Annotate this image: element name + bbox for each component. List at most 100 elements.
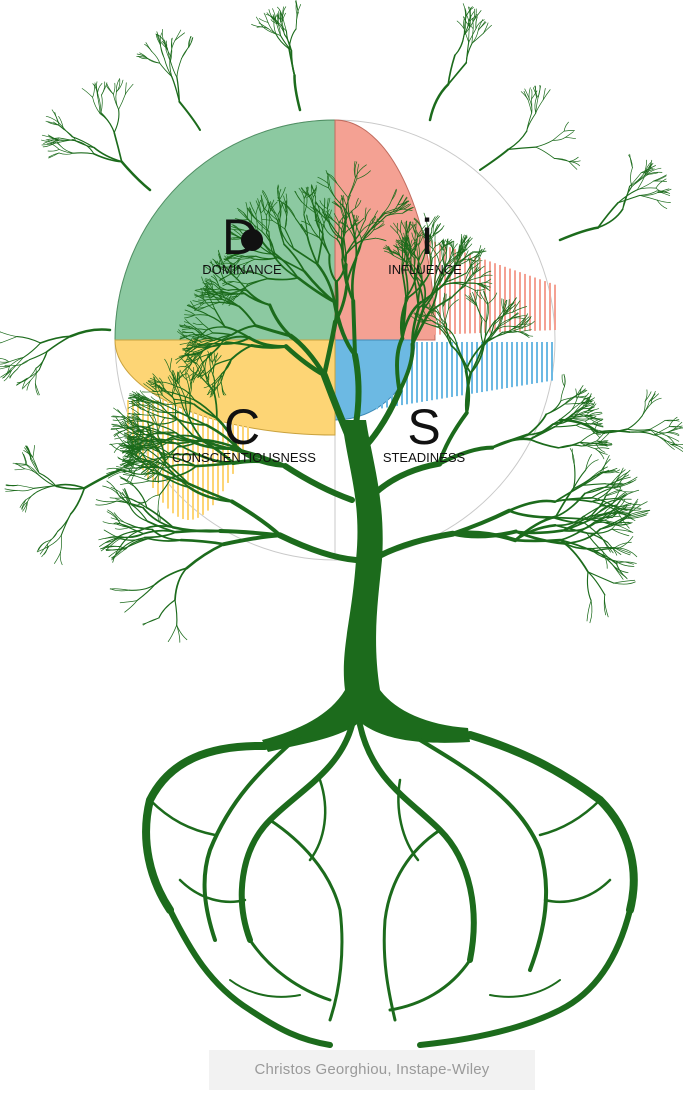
canopy-branch bbox=[555, 492, 586, 518]
canopy-branch bbox=[588, 515, 612, 527]
canopy-branch bbox=[159, 477, 172, 496]
canopy-branch bbox=[293, 74, 302, 112]
canopy-branch bbox=[617, 508, 641, 511]
canopy-branch bbox=[604, 594, 609, 618]
canopy-branch bbox=[107, 470, 127, 479]
canopy-branch bbox=[431, 247, 440, 265]
canopy-branch bbox=[421, 304, 428, 318]
canopy-branch bbox=[328, 222, 343, 240]
canopy-branch bbox=[105, 548, 126, 551]
canopy-branch bbox=[483, 324, 495, 347]
canopy-branch bbox=[38, 350, 48, 371]
canopy-branch bbox=[196, 363, 206, 376]
canopy-branch bbox=[446, 238, 449, 252]
canopy-branch bbox=[267, 28, 281, 37]
canopy-branch bbox=[617, 507, 642, 509]
canopy-branch bbox=[596, 432, 605, 442]
canopy-branch bbox=[355, 164, 367, 178]
canopy-branch bbox=[628, 154, 633, 169]
canopy-branch bbox=[602, 551, 608, 569]
canopy-branch bbox=[226, 282, 246, 295]
canopy-branch bbox=[142, 400, 157, 409]
canopy-branch bbox=[173, 437, 203, 442]
canopy-branch bbox=[127, 437, 139, 444]
canopy-branch bbox=[184, 360, 196, 368]
conscientiousness-label: CONSCIENTIOUSNESS bbox=[172, 450, 316, 465]
canopy-branch bbox=[611, 528, 632, 533]
canopy-branch bbox=[345, 234, 360, 256]
canopy-branch bbox=[144, 43, 153, 52]
canopy-branch bbox=[58, 116, 64, 130]
canopy-branch bbox=[198, 372, 208, 377]
canopy-branch bbox=[129, 443, 142, 447]
canopy-branch bbox=[433, 223, 441, 235]
canopy-branch bbox=[589, 600, 593, 624]
root-strand bbox=[357, 722, 477, 963]
canopy-branch bbox=[226, 255, 240, 259]
canopy-branch bbox=[164, 358, 171, 372]
canopy-branch bbox=[436, 267, 449, 287]
canopy-branch bbox=[636, 187, 657, 191]
canopy-branch bbox=[38, 472, 57, 487]
canopy-branch bbox=[316, 181, 330, 189]
canopy-branch bbox=[327, 197, 331, 209]
canopy-branch bbox=[572, 475, 594, 490]
canopy-branch bbox=[469, 254, 481, 260]
canopy-branch bbox=[439, 313, 447, 329]
canopy-branch bbox=[270, 201, 277, 214]
canopy-branch bbox=[646, 171, 663, 176]
canopy-branch bbox=[115, 522, 131, 528]
canopy-branch bbox=[192, 300, 205, 304]
canopy-branch bbox=[315, 202, 324, 211]
canopy-branch bbox=[113, 407, 125, 417]
canopy-branch bbox=[601, 537, 611, 553]
canopy-branch bbox=[122, 449, 135, 454]
canopy-branch bbox=[139, 390, 149, 399]
canopy-branch bbox=[426, 257, 433, 279]
canopy-branch bbox=[464, 269, 472, 284]
canopy-branch bbox=[612, 467, 624, 487]
root-strand bbox=[418, 738, 549, 972]
canopy-branch bbox=[563, 130, 575, 132]
canopy-branch bbox=[578, 442, 596, 450]
canopy-branch bbox=[444, 250, 447, 266]
canopy-branch bbox=[332, 300, 357, 357]
canopy-branch bbox=[557, 441, 581, 449]
canopy-branch bbox=[558, 226, 600, 242]
canopy-branch bbox=[568, 161, 578, 170]
canopy-branch bbox=[603, 504, 618, 515]
canopy-branch bbox=[295, 12, 299, 30]
canopy-branch bbox=[205, 280, 213, 290]
canopy-branch bbox=[97, 95, 102, 114]
canopy-branch bbox=[403, 237, 408, 250]
canopy-branch bbox=[209, 291, 221, 303]
canopy-branch bbox=[270, 19, 279, 25]
canopy-branch bbox=[479, 148, 510, 171]
canopy-branch bbox=[476, 305, 487, 323]
canopy-branch bbox=[575, 424, 592, 430]
canopy-branch bbox=[507, 509, 555, 519]
canopy-branch bbox=[360, 225, 370, 239]
canopy-branch bbox=[178, 411, 208, 426]
canopy-branch bbox=[209, 351, 211, 362]
canopy-branch bbox=[179, 334, 191, 339]
canopy-branch bbox=[586, 528, 613, 534]
canopy-branch bbox=[554, 424, 577, 428]
canopy-branch bbox=[226, 254, 240, 257]
canopy-branch bbox=[32, 445, 35, 458]
canopy-branch bbox=[113, 512, 130, 525]
canopy-branch bbox=[217, 249, 223, 263]
canopy-branch bbox=[528, 98, 533, 114]
canopy-branch bbox=[369, 530, 456, 563]
canopy-branch bbox=[584, 416, 597, 422]
canopy-branch bbox=[151, 51, 161, 64]
canopy-branch bbox=[145, 506, 175, 529]
canopy-branch bbox=[171, 37, 173, 49]
canopy-branch bbox=[209, 361, 214, 376]
canopy-branch bbox=[531, 90, 538, 100]
root-strand bbox=[238, 722, 355, 943]
canopy-branch bbox=[644, 163, 652, 176]
canopy-branch bbox=[212, 258, 223, 265]
canopy-branch bbox=[522, 321, 535, 328]
canopy-branch bbox=[230, 499, 282, 538]
